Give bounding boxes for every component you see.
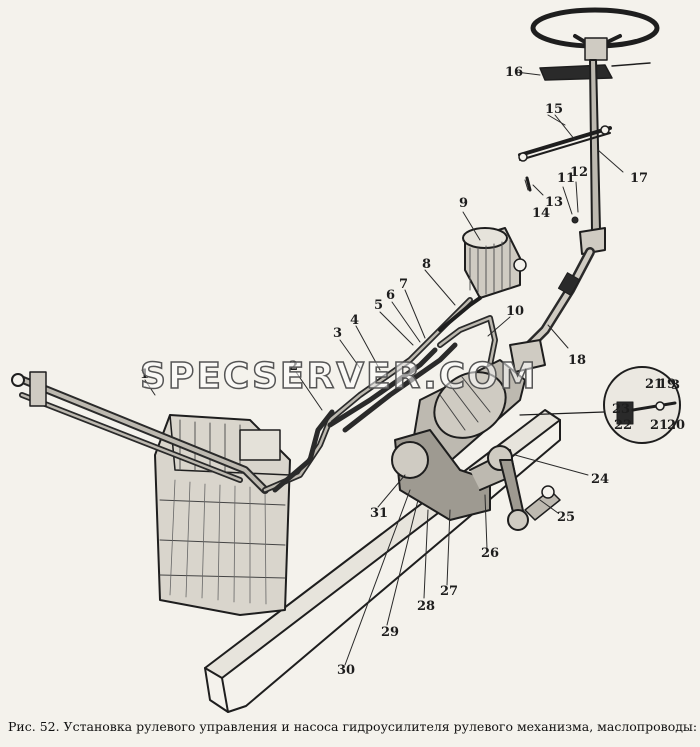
callout-22: 22 [614, 418, 633, 433]
pipes-2-4 [262, 297, 498, 493]
figure-caption: Рис. 52. Установка рулевого управления и… [8, 719, 696, 734]
callout-3: 3 [333, 326, 343, 341]
pump-reservoir [438, 227, 527, 332]
callout-26: 26 [481, 546, 500, 561]
callout-27: 27 [440, 584, 459, 599]
hose-1 [11, 371, 269, 494]
callout-16: 16 [505, 65, 524, 80]
intermediate-shaft [509, 227, 606, 373]
callout-6: 6 [386, 288, 396, 303]
callout-30: 30 [337, 663, 356, 678]
callout-7: 7 [399, 277, 409, 292]
callout-4: 4 [350, 313, 360, 328]
callout-17: 17 [630, 171, 649, 186]
callout-21b: 21 [650, 418, 669, 433]
callout-28: 28 [417, 599, 436, 614]
callout-24: 24 [591, 472, 610, 487]
callout-13: 13 [545, 195, 564, 210]
detail-inset [519, 366, 681, 444]
callout-20: 20 [667, 418, 686, 433]
callout-19: 19 [658, 377, 677, 392]
steering-gear [391, 359, 526, 521]
callout-9: 9 [459, 196, 469, 211]
callout-3b: 3 [671, 378, 681, 393]
watermark: SPECSERVER.COM [139, 355, 538, 398]
callout-23: 23 [612, 402, 631, 417]
callout-25: 25 [557, 510, 576, 525]
callout-15: 15 [545, 102, 564, 117]
steering-column [518, 59, 612, 233]
callout-31: 31 [370, 506, 389, 521]
pitman-arm [499, 459, 561, 531]
callout-12: 12 [570, 165, 589, 180]
callout-29: 29 [381, 625, 400, 640]
leader-lines [144, 71, 624, 666]
callout-11: 11 [557, 171, 576, 186]
callout-18: 18 [568, 353, 587, 368]
callout-1: 1 [140, 367, 150, 382]
callout-10: 10 [506, 304, 525, 319]
callout-5: 5 [374, 298, 384, 313]
callout-2: 2 [289, 359, 299, 374]
callout-8: 8 [422, 257, 432, 272]
callout-21a: 21 [645, 377, 664, 392]
callout-14: 14 [532, 206, 551, 221]
